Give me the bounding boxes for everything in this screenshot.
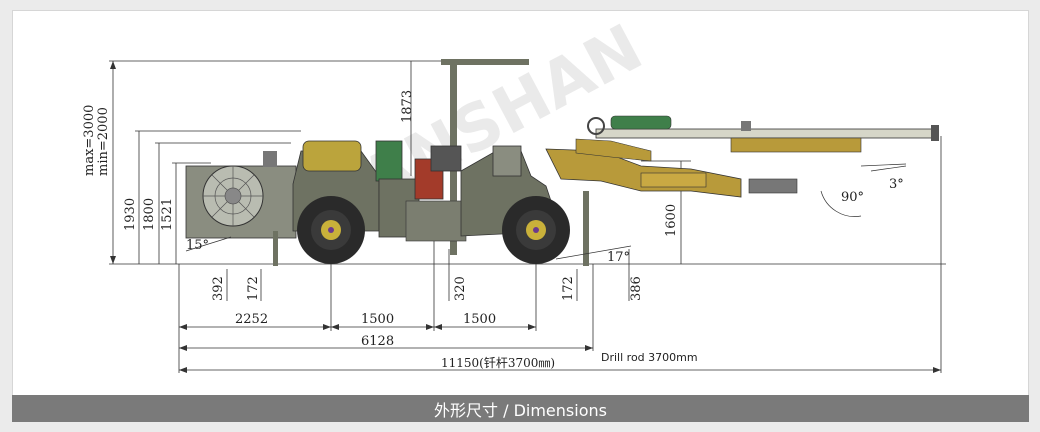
- height-1521-label: 1521: [160, 198, 175, 231]
- drill-boom: [545, 138, 798, 198]
- max-height-label: max=3000: [82, 105, 97, 176]
- length-1500-a-label: 1500: [361, 312, 394, 327]
- dimension-drawing: LIANSHAN: [82, 11, 946, 373]
- rear-jack: [273, 231, 278, 266]
- angle-90-label: 90°: [841, 190, 864, 205]
- angle-17-label: 17°: [607, 250, 630, 265]
- rear-wheel: [297, 196, 365, 264]
- drill-rod-label: Drill rod 3700mm: [601, 351, 698, 364]
- length-2252-label: 2252: [235, 312, 268, 327]
- angle-15-label: 15°: [186, 238, 209, 253]
- length-1500-b-label: 1500: [463, 312, 496, 327]
- height-1873-label: 1873: [400, 90, 415, 123]
- height-320-label: 320: [453, 276, 468, 301]
- caption-bar: 外形尺寸 / Dimensions: [12, 395, 1029, 422]
- front-wheel: [502, 196, 570, 264]
- front-jack: [583, 191, 589, 266]
- drawing-frame: LIANSHAN: [12, 10, 1029, 397]
- height-386-label: 386: [629, 276, 644, 301]
- height-1600-label: 1600: [664, 204, 679, 237]
- angle-3-label: 3°: [889, 177, 904, 192]
- length-6128-label: 6128: [361, 334, 394, 349]
- feed-beam: [587, 115, 939, 153]
- caption-text: 外形尺寸 / Dimensions: [434, 400, 607, 420]
- engine-section: [185, 151, 297, 239]
- height-1930-label: 1930: [123, 198, 138, 231]
- height-1800-label: 1800: [142, 198, 157, 231]
- length-11150-label: 11150(钎杆3700㎜): [441, 355, 555, 370]
- height-172-left-label: 172: [246, 276, 261, 301]
- height-172-right-label: 172: [561, 276, 576, 301]
- height-392-label: 392: [211, 276, 226, 301]
- min-height-label: min=2000: [96, 107, 111, 176]
